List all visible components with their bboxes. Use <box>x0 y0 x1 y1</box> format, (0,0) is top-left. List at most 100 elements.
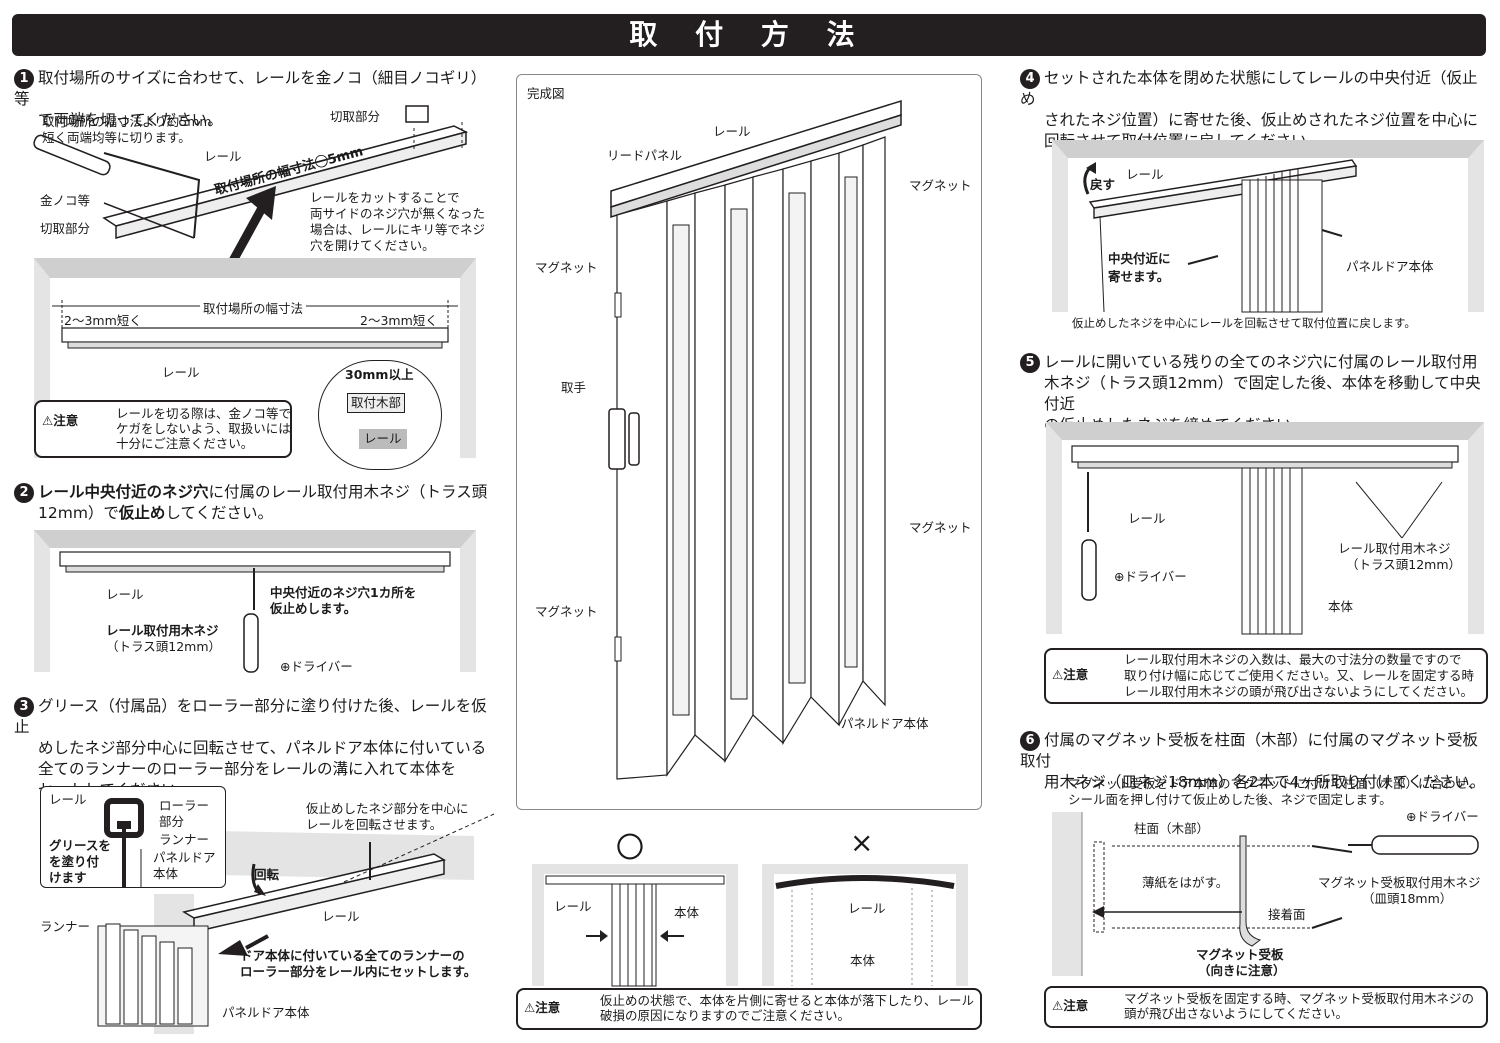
label-cut-part-left: 切取部分 <box>40 221 91 236</box>
ng-mark: × <box>850 826 874 859</box>
label-set2: ローラー部分をレール内にセットします。 <box>240 964 477 979</box>
diagram-2: レール 中央付近のネジ穴1カ所を 仮止めします。 レール取付用木ネジ （トラス頭… <box>34 530 476 674</box>
label-magnet-4: マグネット <box>535 604 598 619</box>
label-rail3: レール <box>359 429 407 449</box>
label-wood: 取付木部 <box>347 393 406 413</box>
label-grease2: を塗り付 <box>49 854 100 869</box>
label-driver: ⊕ドライバー <box>1406 809 1479 824</box>
step-1-number: 1 <box>14 69 34 89</box>
label-rotate-note1: 仮止めしたネジ部分を中心に <box>306 801 469 816</box>
label-grease3: けます <box>49 870 87 885</box>
label-hole3: 場合は、レールにキリ等でネジ <box>310 222 486 237</box>
diagram-5: レール ⊕ドライバー レール取付用木ネジ （トラス頭12mm） 本体 <box>1046 422 1484 635</box>
label-roller2: 部分 <box>159 814 185 829</box>
caution-box-3: ⚠注意 レール取付用木ネジの入数は、最大の寸法分の数量ですので 取り付け幅に応じ… <box>1044 648 1488 704</box>
step-4-number: 4 <box>1020 69 1040 89</box>
label-center1: 中央付近のネジ穴1カ所を <box>270 585 417 600</box>
label-center2: 寄せます。 <box>1108 269 1170 284</box>
caution-2-line1: 仮止めの状態で、本体を片側に寄せると本体が落下したり、レール <box>600 993 975 1008</box>
diagram-1-saw: 切取部分 取付場所の幅寸法より約5mm 短く両端均等に切ります。 レール 金ノコ… <box>14 105 504 371</box>
label-rotate: 回転 <box>254 867 280 882</box>
caution-3-line2: 取り付け幅に応じてご使用ください。又、レールを固定する時 <box>1124 668 1475 683</box>
caution-3-title: ⚠注意 <box>1052 667 1089 682</box>
caution-2-line2: 破損の原因になりますのでご注意ください。 <box>600 1008 851 1023</box>
label-hole2: 両サイドのネジ穴が無くなった <box>310 206 486 221</box>
saw-rail-illustration <box>33 105 469 371</box>
ok-mark: 〇 <box>616 831 645 864</box>
detail-circle-30mm: 30mm以上 取付木部 レール <box>318 360 442 470</box>
label-rail: レール <box>204 149 242 164</box>
step-3-number: 3 <box>14 697 34 717</box>
caution-1-line2: ケガをしないよう、取扱いには <box>116 421 291 436</box>
label-rail: レール <box>1126 167 1164 182</box>
step-2-line2c: してください。 <box>165 504 274 522</box>
step-4-line2: されたネジ位置）に寄せた後、仮止めされたネジ位置を中心に <box>1044 111 1479 129</box>
label-rail: レール <box>106 587 144 602</box>
caution-2-title: ⚠注意 <box>524 1000 561 1015</box>
caution-box-2: ⚠注意 仮止めの状態で、本体を片側に寄せると本体が落下したり、レール 破損の原因… <box>516 988 982 1030</box>
label-30mm: 30mm以上 <box>345 367 414 382</box>
label-magnet-2: マグネット <box>535 260 598 275</box>
label-runner2: ランナー <box>40 919 91 934</box>
label-short-right: 2～3mm短く <box>360 313 438 328</box>
caution-1-title: ⚠注意 <box>42 413 79 428</box>
step-3-line1: グリース（付属品）をローラー部分に塗り付けた後、レールを仮止 <box>14 697 487 736</box>
complete-drawing-panel: 完成図 レール リードパネル マグネット マグネット 取手 マグネット マグネッ… <box>516 74 982 810</box>
label-note2: 短く両端均等に切ります。 <box>42 130 191 145</box>
step-4-line1: セットされた本体を閉めた状態にしてレールの中央付近（仮止め <box>1020 69 1478 108</box>
label-peel: 薄紙をはがす。 <box>1142 875 1229 890</box>
warning-icon: ⚠ <box>524 1000 536 1015</box>
label-rail2: レール <box>162 365 200 380</box>
step-6-sub2: シール面を押し付けて仮止めした後、ネジで固定します。 <box>1068 792 1392 807</box>
caution-4-line1: マグネット受板を固定する時、マグネット受板取付用木ネジの <box>1124 991 1475 1006</box>
label-plate2: （向きに注意） <box>1198 963 1286 978</box>
diagram-3: レール ローラー 部分 ランナー グリースを を塗り付 けます パネルドア 本体… <box>14 784 504 1034</box>
label-rail: レール <box>49 792 87 807</box>
step-6-sub1: マグネット受板をドア本体のマグネットに付けて柱面（木部）に合わせ、 <box>1068 776 1481 791</box>
caution-1-line1: レールを切る際は、金ノコ等で <box>116 406 292 421</box>
label-truss: （トラス頭12mm） <box>106 639 222 654</box>
label-rail-ng: レール <box>848 901 886 916</box>
step-3-line3: 全てのランナーのローラー部分をレールの溝に入れて本体を <box>38 760 457 778</box>
label-panel-body: パネルドア本体 <box>222 1005 310 1020</box>
caution-3-line3: レール取付用木ネジの頭が飛び出さないようにしてください。 <box>1124 684 1474 699</box>
label-body: 本体 <box>1328 599 1354 614</box>
warning-icon: ⚠ <box>1052 998 1064 1013</box>
caution-3-line1: レール取付用木ネジの入数は、最大の寸法分の数量ですので <box>1124 652 1462 667</box>
label-screw2: （皿頭18mm） <box>1362 891 1453 906</box>
label-pillar: 柱面（木部） <box>1134 821 1210 836</box>
label-grease1: グリースを <box>49 838 111 853</box>
caution-box-4: ⚠注意 マグネット受板を固定する時、マグネット受板取付用木ネジの 頭が飛び出さな… <box>1044 986 1488 1028</box>
label-magnet-3: マグネット <box>909 520 972 535</box>
label-driver: ⊕ドライバー <box>280 659 353 674</box>
completed-door-illustration <box>608 99 902 780</box>
label-panel1: パネルドア <box>153 850 216 865</box>
label-panel2: 本体 <box>153 866 179 881</box>
caution-4-line2: 頭が飛び出さないようにしてください。 <box>1124 1006 1349 1021</box>
label-hole4: 穴を開けてください。 <box>310 238 435 253</box>
page-title: 取 付 方 法 <box>12 14 1486 56</box>
label-panel-body: パネルドア本体 <box>841 716 929 731</box>
label-body-ng: 本体 <box>850 953 876 968</box>
complete-drawing-title: 完成図 <box>527 86 565 101</box>
step-5-line2: 木ネジ（トラス頭12mm）で固定した後、本体を移動して中央付近 <box>1044 374 1481 413</box>
label-cut-part-top: 切取部分 <box>330 109 381 124</box>
step-5-line1: レールに開いている残りの全てのネジ穴に付属のレール取付用 <box>1044 353 1478 371</box>
label-rail-ok: レール <box>554 899 592 914</box>
step-2-line2a: 12mm）で <box>38 504 119 522</box>
label-saw: 金ノコ等 <box>40 193 91 208</box>
label-rail: レール <box>713 124 751 139</box>
warning-icon: ⚠ <box>42 413 54 428</box>
label-screw1: レール取付用木ネジ <box>1338 541 1451 556</box>
label-screw1: マグネット受板取付用木ネジ <box>1318 875 1481 890</box>
caution-1-line3: 十分にご注意ください。 <box>116 436 254 451</box>
step-6-line1: 付属のマグネット受板を柱面（木部）に付属のマグネット受板取付 <box>1020 731 1479 770</box>
label-rotate-note2: レールを回転させます。 <box>306 817 443 832</box>
label-handle: 取手 <box>561 380 587 395</box>
label-screw: レール取付用木ネジ <box>106 623 219 638</box>
step-2-line2-bold: 仮止め <box>118 504 166 522</box>
ng-example: × レール 本体 <box>762 826 968 986</box>
